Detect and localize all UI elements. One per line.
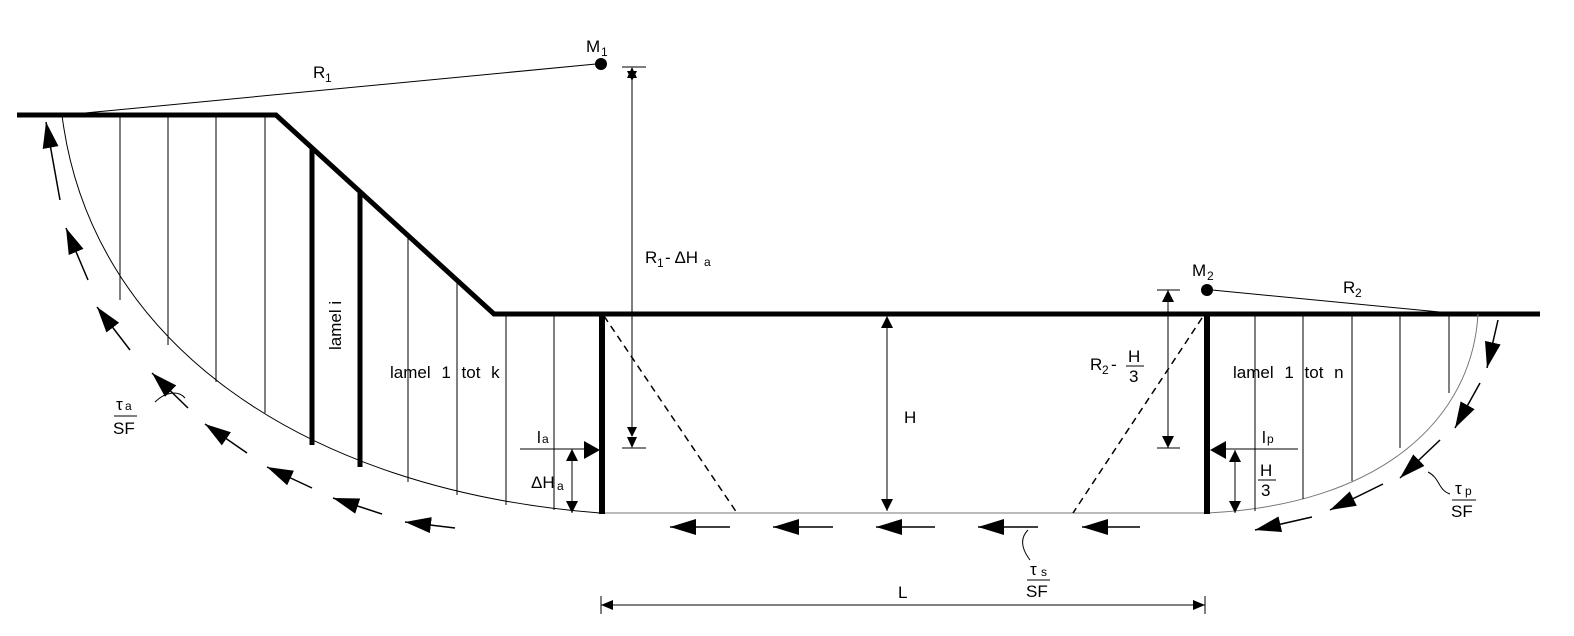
label-lamel-1-tot-k: lamel 1 tot k <box>390 363 500 382</box>
svg-text:1: 1 <box>325 71 332 85</box>
svg-text:p: p <box>1267 432 1274 446</box>
dimension-H <box>881 316 893 511</box>
svg-text:M: M <box>586 37 600 56</box>
force-arrow-la <box>520 441 600 459</box>
center-M1 <box>595 58 607 70</box>
right-slices <box>1254 314 1450 511</box>
svg-text:2: 2 <box>1102 363 1109 377</box>
svg-text:p: p <box>1465 484 1472 498</box>
dimension-L <box>600 596 1206 614</box>
svg-text:τ: τ <box>1030 560 1037 579</box>
svg-text:τ: τ <box>116 395 123 414</box>
svg-text:a: a <box>704 255 711 269</box>
svg-text:s: s <box>1041 565 1047 579</box>
svg-text:SF: SF <box>1026 582 1048 601</box>
tau-s-leader <box>1022 529 1031 561</box>
svg-text:l: l <box>537 428 541 447</box>
passive-wedge-line <box>1072 317 1203 514</box>
svg-text:SF: SF <box>113 419 135 438</box>
svg-text:R: R <box>1343 278 1355 297</box>
tau-p-leader <box>1427 471 1451 495</box>
shear-arrows-active <box>42 121 456 534</box>
svg-text:l: l <box>1262 428 1266 447</box>
ground-surface <box>17 112 1540 317</box>
force-arrow-lp <box>1210 441 1298 459</box>
label-H3: H 3 <box>1258 461 1276 500</box>
svg-text:a: a <box>542 432 549 446</box>
right-slip-surface <box>1206 313 1479 514</box>
svg-text:-: - <box>1111 355 1117 374</box>
svg-text:3: 3 <box>1129 367 1138 386</box>
svg-text:H: H <box>1128 347 1140 366</box>
svg-text:2: 2 <box>1207 269 1214 283</box>
svg-text:1: 1 <box>601 45 608 59</box>
label-lamel-i: lamel i <box>326 301 345 350</box>
svg-text:M: M <box>1192 261 1206 280</box>
dimension-dHa <box>566 449 578 513</box>
svg-text:3: 3 <box>1261 481 1270 500</box>
label-H: H <box>904 408 916 427</box>
dimension-H3 <box>1229 450 1241 513</box>
dimension-R2-H3 <box>1157 289 1180 449</box>
svg-text:1: 1 <box>657 256 664 270</box>
svg-text:τ: τ <box>1455 479 1462 498</box>
label-L: L <box>898 583 907 602</box>
tau-a-leader <box>154 392 186 403</box>
label-lamel-1-tot-n: lamel 1 tot n <box>1233 363 1344 382</box>
svg-text:H: H <box>1260 461 1272 480</box>
svg-text:R: R <box>645 248 657 267</box>
svg-text:R: R <box>313 63 325 82</box>
svg-text:R: R <box>1090 355 1102 374</box>
radius-R1 <box>84 63 597 114</box>
left-slip-surface <box>61 114 601 514</box>
svg-text:- ΔH: - ΔH <box>665 248 698 267</box>
left-slices <box>119 115 555 510</box>
center-M2 <box>1201 284 1213 296</box>
svg-text:a: a <box>557 479 564 493</box>
svg-text:SF: SF <box>1451 502 1473 521</box>
shear-arrows-passive <box>1254 319 1501 533</box>
active-wedge-line <box>603 315 738 514</box>
svg-text:2: 2 <box>1355 286 1362 300</box>
dimension-R1-dHa <box>622 66 646 449</box>
svg-text:ΔH: ΔH <box>531 473 555 492</box>
radius-R2 <box>1211 289 1451 314</box>
svg-text:a: a <box>125 399 132 413</box>
